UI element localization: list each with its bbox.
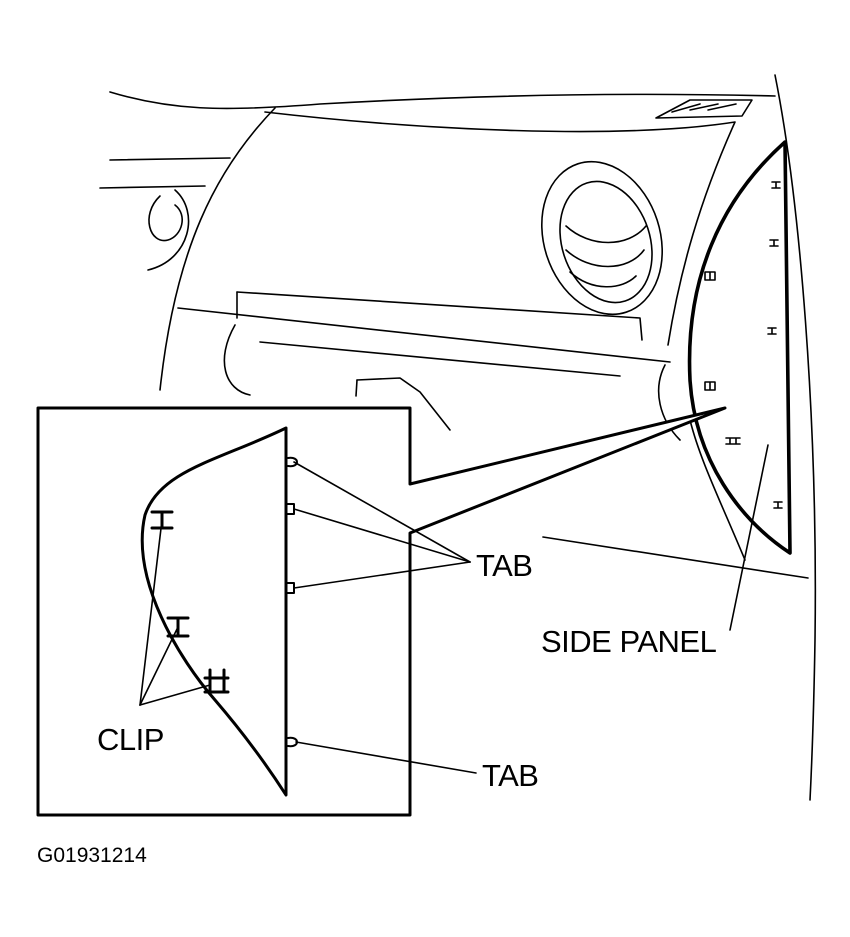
tab-label-upper: TAB [476, 548, 533, 583]
marker [773, 501, 783, 509]
figure-code: G01931214 [37, 844, 147, 867]
side-panel-label: SIDE PANEL [541, 624, 717, 659]
side-panel-fastener-marks [704, 181, 783, 509]
marker [767, 327, 777, 335]
dashboard-outline [99, 74, 817, 801]
marker [771, 181, 781, 189]
leader-lines [139, 444, 769, 774]
clip-label: CLIP [97, 722, 164, 757]
detail-inset-frame [36, 406, 727, 817]
marker [704, 381, 716, 391]
tab-label-lower: TAB [482, 758, 539, 793]
inset-side-panel [140, 426, 298, 797]
marker [725, 437, 741, 445]
side-panel-shape [687, 140, 792, 561]
marker [769, 239, 779, 247]
clip-icon [203, 668, 230, 694]
marker [704, 271, 716, 281]
